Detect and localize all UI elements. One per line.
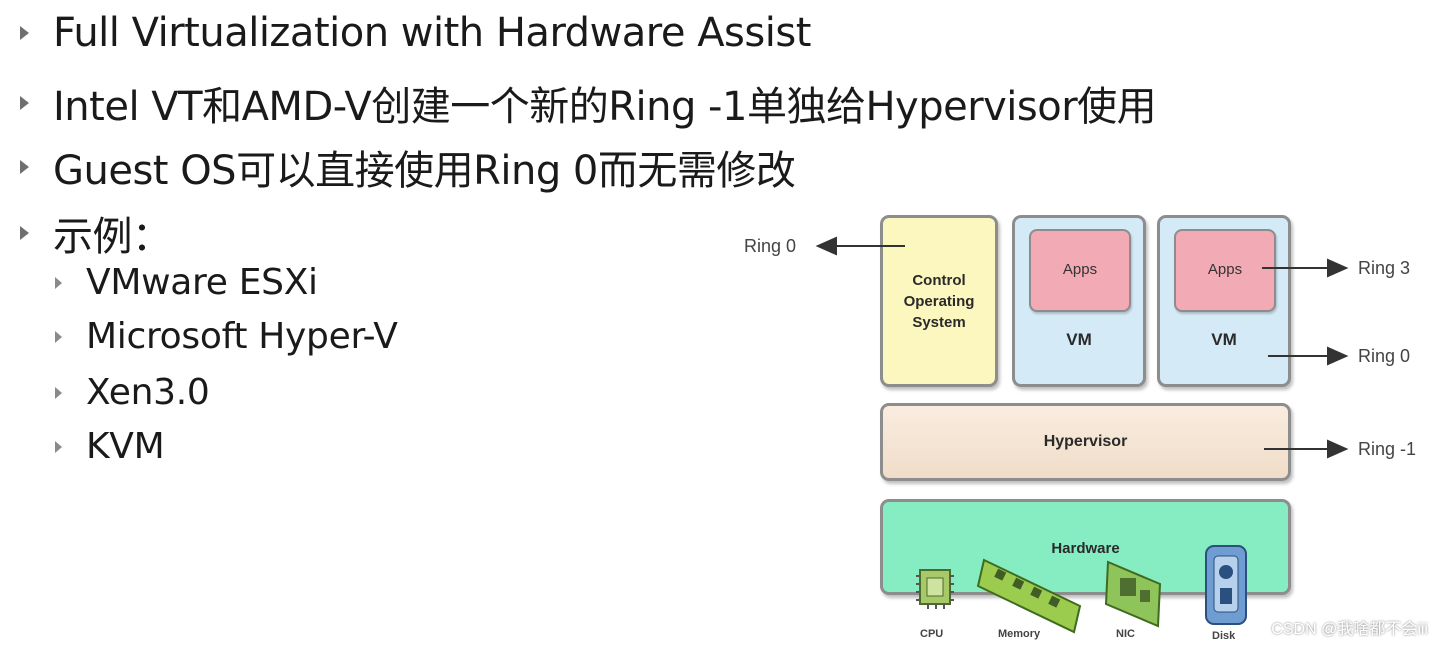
sub-bullet-arrow-icon (55, 276, 62, 289)
arrow-left-icon (815, 236, 905, 256)
bullet-item: Full Virtualization with Hardware Assist (0, 10, 811, 56)
hardware-label: Hardware (1051, 540, 1120, 557)
vm-box: Apps VM (1012, 215, 1146, 387)
bullet-item: 示例： (0, 204, 172, 262)
bullet-arrow-icon (20, 96, 29, 110)
sub-bullet-item: VMware ESXi (0, 262, 318, 303)
vm-label: VM (1066, 330, 1092, 349)
memory-icon (976, 558, 1082, 634)
hardware-caption: Memory (998, 628, 1041, 640)
sub-bullet-arrow-icon (55, 330, 62, 343)
apps-label: Apps (1062, 261, 1098, 278)
hypervisor-label: Hypervisor (1043, 433, 1128, 450)
bullet-text: Full Virtualization with Hardware Assist (53, 10, 811, 56)
bullet-text: 示例： (53, 214, 172, 260)
watermark: CSDN @我啥都不会iii (1271, 621, 1428, 638)
ring-label: Ring -1 (1358, 439, 1417, 459)
arrow-right-icon (1262, 258, 1349, 278)
apps-label: Apps (1207, 261, 1243, 278)
sub-bullet-text: Microsoft Hyper-V (86, 316, 398, 357)
vm-label: VM (1211, 330, 1237, 349)
apps-box: Apps (1029, 229, 1131, 312)
hardware-caption: CPU (920, 628, 944, 640)
hypervisor-box: Hypervisor (880, 403, 1291, 481)
apps-box: Apps (1174, 229, 1276, 312)
bullet-item: Guest OS可以直接使用Ring 0而无需修改 (0, 138, 796, 196)
ring-label: Ring 0 (744, 236, 797, 256)
control-os-line: System (912, 314, 966, 331)
control-os-line: Control (912, 272, 966, 289)
ring-label: Ring 3 (1358, 258, 1411, 278)
vm-box: Apps VM (1157, 215, 1291, 387)
bullet-text: Guest OS可以直接使用Ring 0而无需修改 (53, 148, 796, 194)
bullet-arrow-icon (20, 160, 29, 174)
cpu-icon (916, 569, 954, 609)
arrow-right-icon (1268, 346, 1349, 366)
arrow-right-icon (1264, 439, 1349, 459)
nic-icon (1104, 560, 1162, 628)
sub-bullet-text: KVM (86, 426, 165, 467)
control-os-box: Control Operating System (880, 215, 998, 387)
bullet-arrow-icon (20, 226, 29, 240)
ring-label: Ring 0 (1358, 346, 1411, 366)
sub-bullet-item: KVM (0, 426, 165, 467)
sub-bullet-item: Xen3.0 (0, 372, 210, 413)
hardware-caption: Disk (1212, 630, 1236, 642)
sub-bullet-text: VMware ESXi (86, 262, 318, 303)
sub-bullet-arrow-icon (55, 386, 62, 399)
sub-bullet-item: Microsoft Hyper-V (0, 316, 398, 357)
sub-bullet-text: Xen3.0 (86, 372, 210, 413)
bullet-item: Intel VT和AMD-V创建一个新的Ring -1单独给Hypervisor… (0, 74, 1157, 132)
disk-icon (1205, 545, 1247, 625)
bullet-text: Intel VT和AMD-V创建一个新的Ring -1单独给Hypervisor… (53, 84, 1157, 130)
bullet-arrow-icon (20, 26, 29, 40)
hardware-caption: NIC (1116, 628, 1135, 640)
control-os-line: Operating (903, 293, 975, 310)
sub-bullet-arrow-icon (55, 440, 62, 453)
